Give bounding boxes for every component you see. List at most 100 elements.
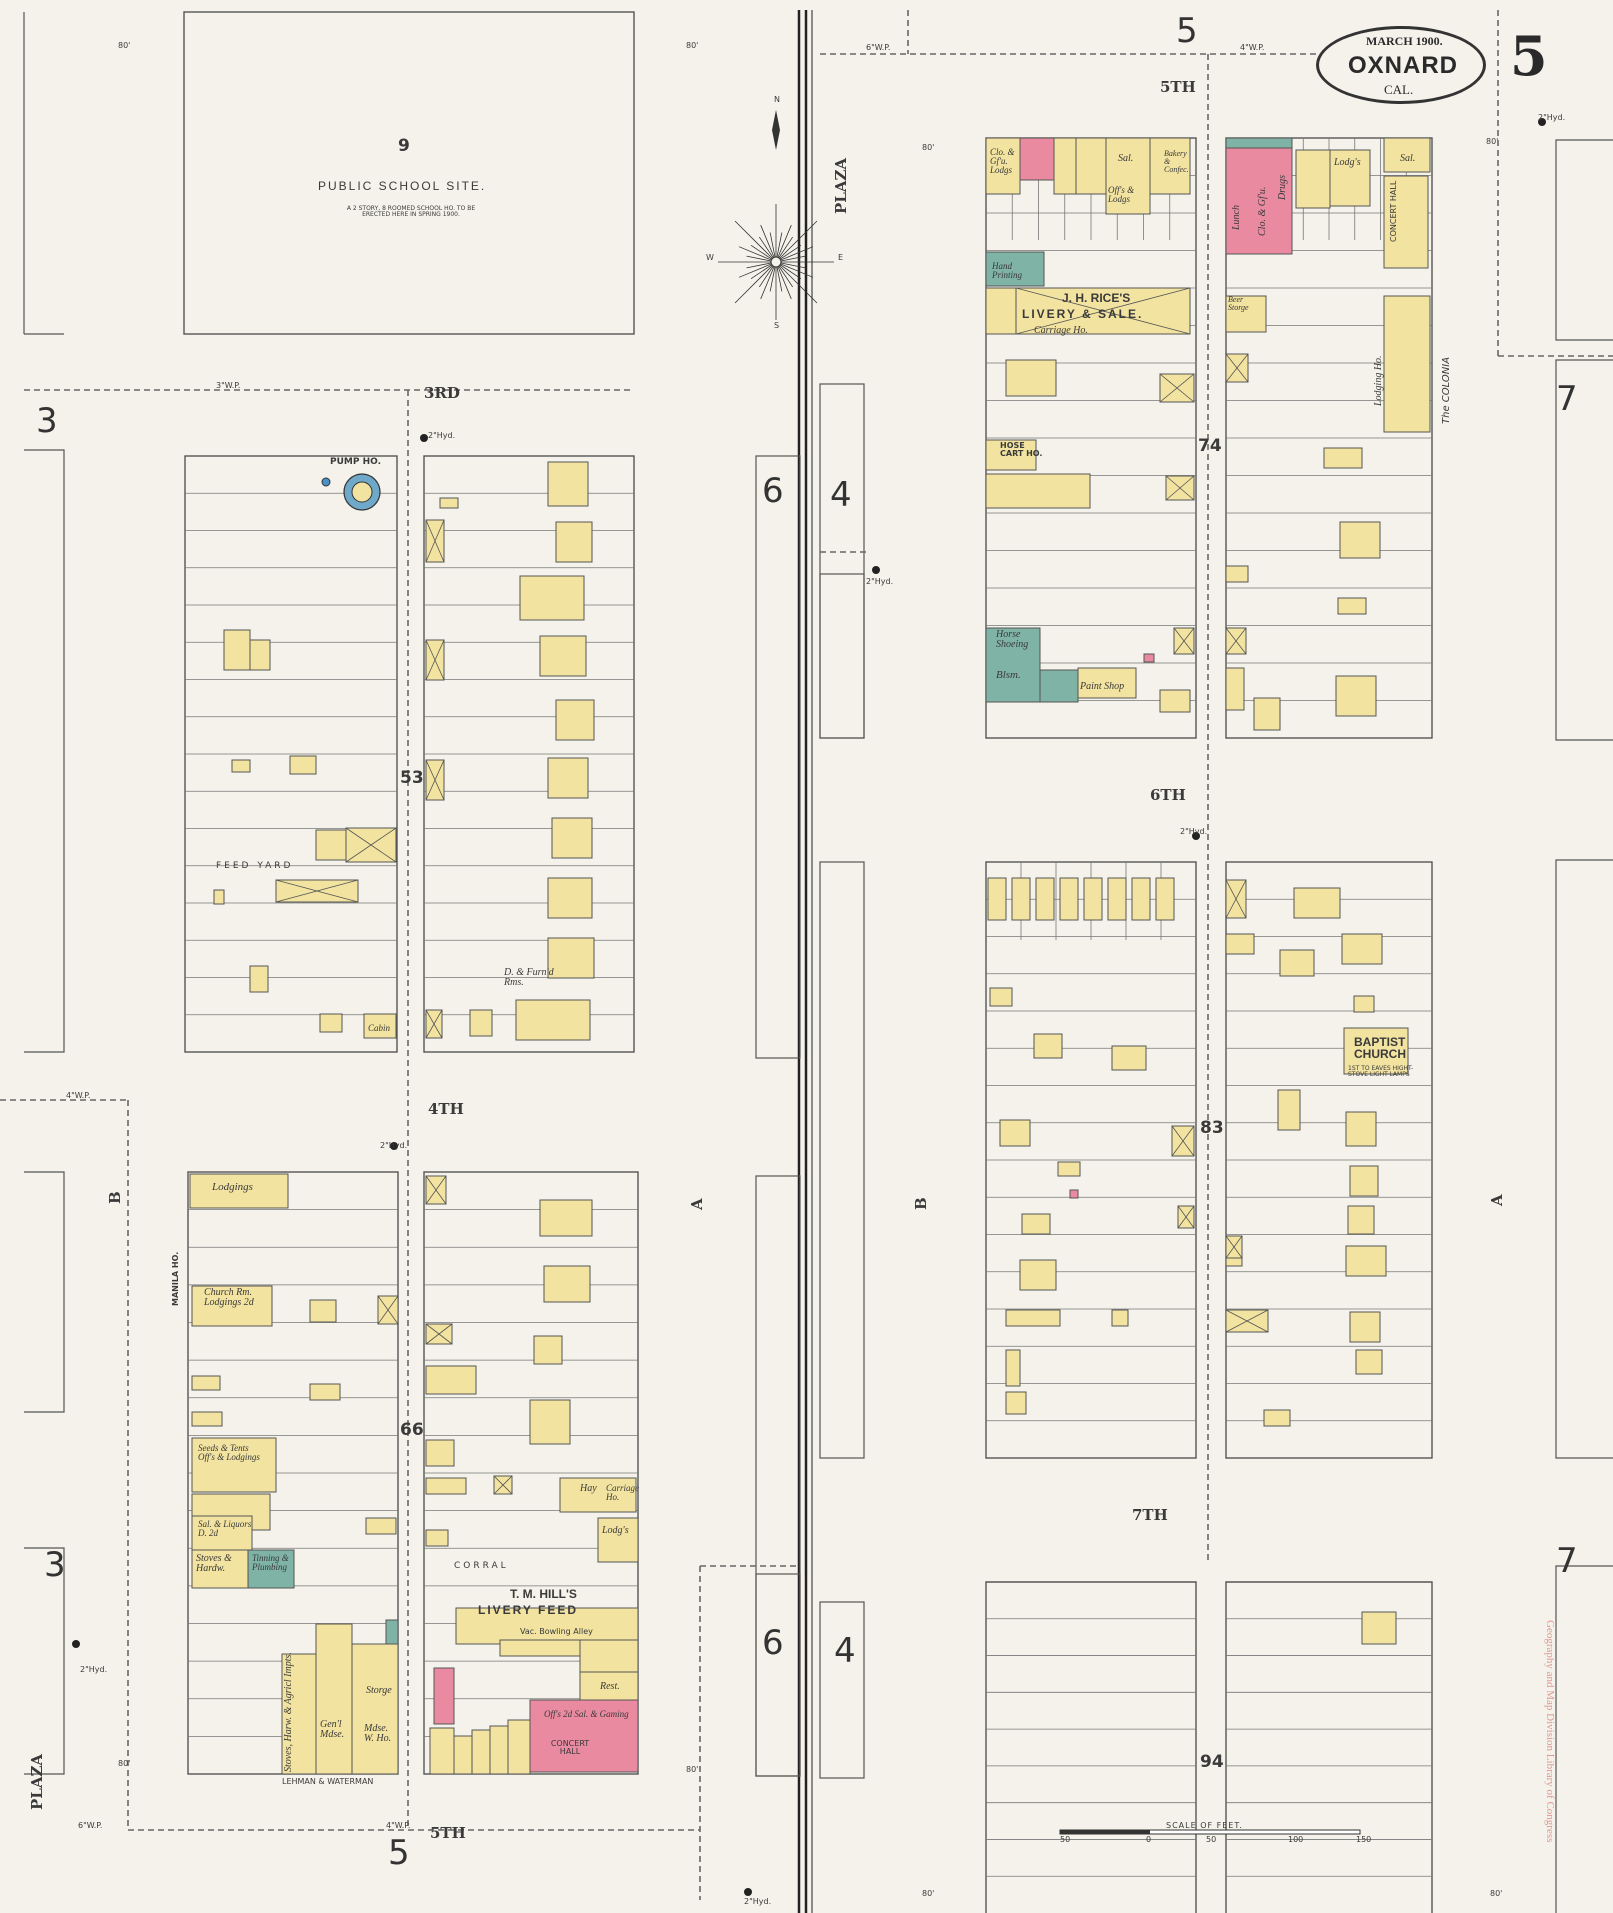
lodgings xyxy=(189,1173,289,1209)
cabin xyxy=(363,1013,397,1039)
tent xyxy=(249,965,269,993)
stoves-harw-impts xyxy=(281,1653,323,1775)
shed-diag xyxy=(1225,1235,1243,1259)
dwelling xyxy=(1111,1045,1147,1071)
block-number: 74 xyxy=(1198,436,1222,456)
dwelling xyxy=(315,829,347,861)
dim-80: 80' xyxy=(118,41,131,50)
shed-diag xyxy=(1225,627,1247,655)
block-number: 9 xyxy=(398,136,410,156)
store xyxy=(471,1729,491,1775)
brick-store xyxy=(1019,137,1055,181)
store xyxy=(507,1719,531,1775)
block-number: 53 xyxy=(400,768,424,788)
artesian-well xyxy=(321,477,331,487)
bld-storge: Storge xyxy=(366,1685,392,1696)
dwelling xyxy=(1107,877,1127,921)
scale-tick: 50 xyxy=(1060,1835,1071,1844)
outbuilding xyxy=(309,1383,341,1401)
feed-shed-diag xyxy=(275,879,359,903)
dwelling xyxy=(1345,1245,1387,1277)
shed-diag xyxy=(1225,1309,1269,1333)
dwellings xyxy=(1005,1309,1061,1327)
sal-liquors xyxy=(191,1515,253,1551)
shed-iron xyxy=(385,1619,399,1645)
pipe-label: 4"W.P. xyxy=(386,1821,411,1830)
dwelling xyxy=(1349,1165,1379,1197)
compass-ray xyxy=(775,261,818,304)
dim-80: 80' xyxy=(922,1889,935,1898)
street-plaza-top: PLAZA xyxy=(832,157,850,214)
bld-lunch: Lunch xyxy=(1231,205,1242,230)
dwelling xyxy=(223,629,251,671)
title-city: OXNARD xyxy=(1348,52,1459,79)
bld-mdse-whse: Mdse. W. Ho. xyxy=(364,1723,392,1744)
dwelling-2d xyxy=(985,473,1091,509)
title-state: CAL. xyxy=(1384,82,1414,97)
dwelling xyxy=(1005,1391,1027,1415)
office xyxy=(985,287,1017,335)
bld-bakery: Bakery & Confec. xyxy=(1164,149,1189,174)
bld-sal-right: Sal. xyxy=(1400,153,1416,164)
lodgs xyxy=(1329,149,1371,207)
bld-beer: Beer Storge xyxy=(1228,295,1249,312)
saloon xyxy=(1383,137,1431,173)
bld-stoves-harw: Stoves, Harw. & Agricl Impts. xyxy=(283,1652,294,1772)
block-number: 66 xyxy=(400,1420,424,1440)
adjacent-sheet: 5 xyxy=(1176,11,1198,51)
outbuilding xyxy=(213,889,225,905)
bld-baptist-note: 1ST TO EAVES HIGHT-STOVE LIGHT-LAMPS xyxy=(1348,1065,1414,1078)
title-date: MARCH 1900. xyxy=(1366,34,1443,48)
dwelling xyxy=(519,575,585,621)
public-school-lot xyxy=(183,11,635,335)
bld-rest: Rest. xyxy=(600,1681,620,1692)
horse-shoeing xyxy=(985,627,1041,703)
adjacent-sheet: 6 xyxy=(762,1623,784,1663)
bld-sal-liquors: Sal. & Liquors D. 2d xyxy=(198,1519,252,1538)
dwelling xyxy=(987,877,1007,921)
street-b-right: B xyxy=(912,1197,930,1210)
hydrant-label: 2"Hyd. xyxy=(744,1897,772,1906)
shed-diag xyxy=(1225,353,1249,383)
cabins xyxy=(1021,1213,1051,1235)
shed-diag xyxy=(345,827,397,863)
compass-ray xyxy=(775,224,792,263)
fire-hydrant xyxy=(744,1888,752,1896)
dim-80: 80' xyxy=(686,41,699,50)
compass-ray xyxy=(760,224,777,263)
dim-80: 80' xyxy=(1490,1889,1503,1898)
compass-ray xyxy=(734,220,777,263)
jh-rices-livery-diag xyxy=(1015,287,1191,335)
shed xyxy=(365,1517,397,1535)
lunch-drugs-brick xyxy=(1225,137,1293,255)
dwelling xyxy=(1279,949,1315,977)
bld-seeds: Seeds & Tents Off's & Lodgings xyxy=(198,1443,260,1462)
dwelling xyxy=(1335,675,1377,717)
dwelling xyxy=(1011,877,1031,921)
dwelling xyxy=(1159,689,1191,713)
store xyxy=(489,1725,509,1775)
title-cartouche xyxy=(1316,26,1486,104)
school-note: A 2 STORY, 8 ROOMED SCHOOL HO. TO BE ERE… xyxy=(346,205,476,218)
bld-concert-right: CONCERT HALL xyxy=(1389,180,1398,242)
dwelling xyxy=(1005,359,1057,397)
dwelling xyxy=(191,1375,221,1391)
bld-horse-shoeing: Horse Shoeing xyxy=(996,629,1029,650)
varnish-room xyxy=(1039,669,1079,703)
cabin xyxy=(1353,995,1375,1013)
dwelling xyxy=(555,521,593,563)
bld-genl-mdse: Gen'l Mdse. xyxy=(320,1719,345,1740)
feed-yard-label: FEED YARD xyxy=(216,861,294,871)
shed-diag xyxy=(1225,879,1247,919)
beer-storge xyxy=(1225,295,1267,333)
dwelling xyxy=(547,461,589,507)
shed-diag xyxy=(377,1295,399,1325)
dwelling xyxy=(1341,933,1383,965)
dwelling xyxy=(309,1299,337,1323)
compass-ray xyxy=(775,246,814,263)
scale-tick: 50 xyxy=(1206,1835,1217,1844)
fire-hydrant xyxy=(1192,832,1200,840)
offices-saloon-gaming xyxy=(529,1699,639,1773)
bld-carriage-right: Carriage Ho. xyxy=(1034,325,1088,336)
